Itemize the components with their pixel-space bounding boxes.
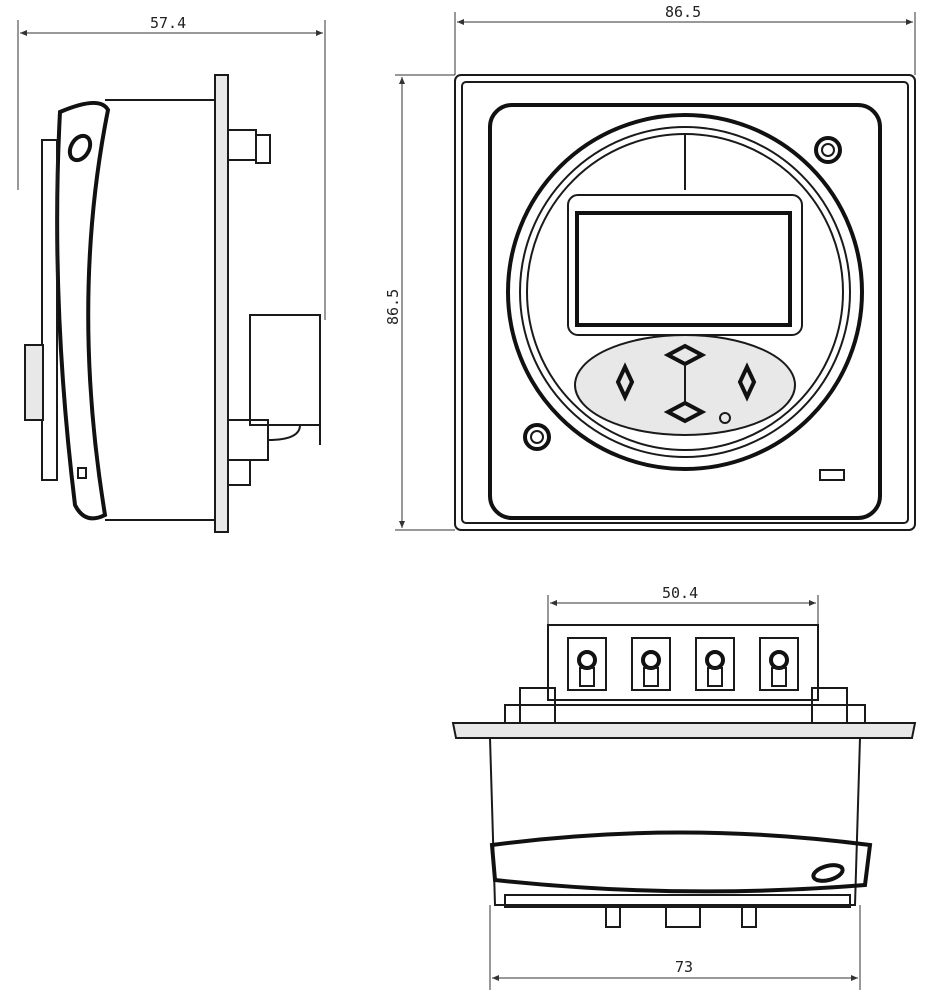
terminal-block [547, 624, 819, 701]
terminals [567, 637, 799, 691]
right-button[interactable] [737, 362, 757, 402]
mounting-plate [214, 74, 229, 533]
dimension-label-body-width: 73 [675, 958, 693, 976]
lcd-display [575, 211, 792, 327]
bottom-view: 50.4 73 [451, 584, 917, 990]
front-frame [454, 74, 916, 531]
connector-block [249, 314, 321, 426]
left-button[interactable] [615, 362, 635, 402]
indicator-led [719, 412, 731, 424]
front-bezel [55, 101, 111, 521]
bezel-bottom [489, 830, 873, 894]
screw-top-right [814, 136, 842, 164]
dimension-label-side-depth: 57.4 [150, 14, 186, 32]
screw-bottom-left [523, 423, 551, 451]
side-view: 57.4 [17, 14, 326, 533]
status-window [819, 469, 845, 481]
housing-body [488, 737, 862, 906]
dimension-label-front-height: 86.5 [384, 289, 402, 325]
up-button[interactable] [663, 343, 707, 367]
front-view: 86.5 86.5 [384, 3, 916, 531]
dimension-label-terminal-width: 50.4 [662, 584, 698, 602]
down-button[interactable] [663, 400, 707, 424]
flange [451, 722, 917, 739]
front-panel [488, 103, 882, 520]
dial-ring [506, 113, 864, 471]
dimension-label-front-width: 86.5 [665, 3, 701, 21]
